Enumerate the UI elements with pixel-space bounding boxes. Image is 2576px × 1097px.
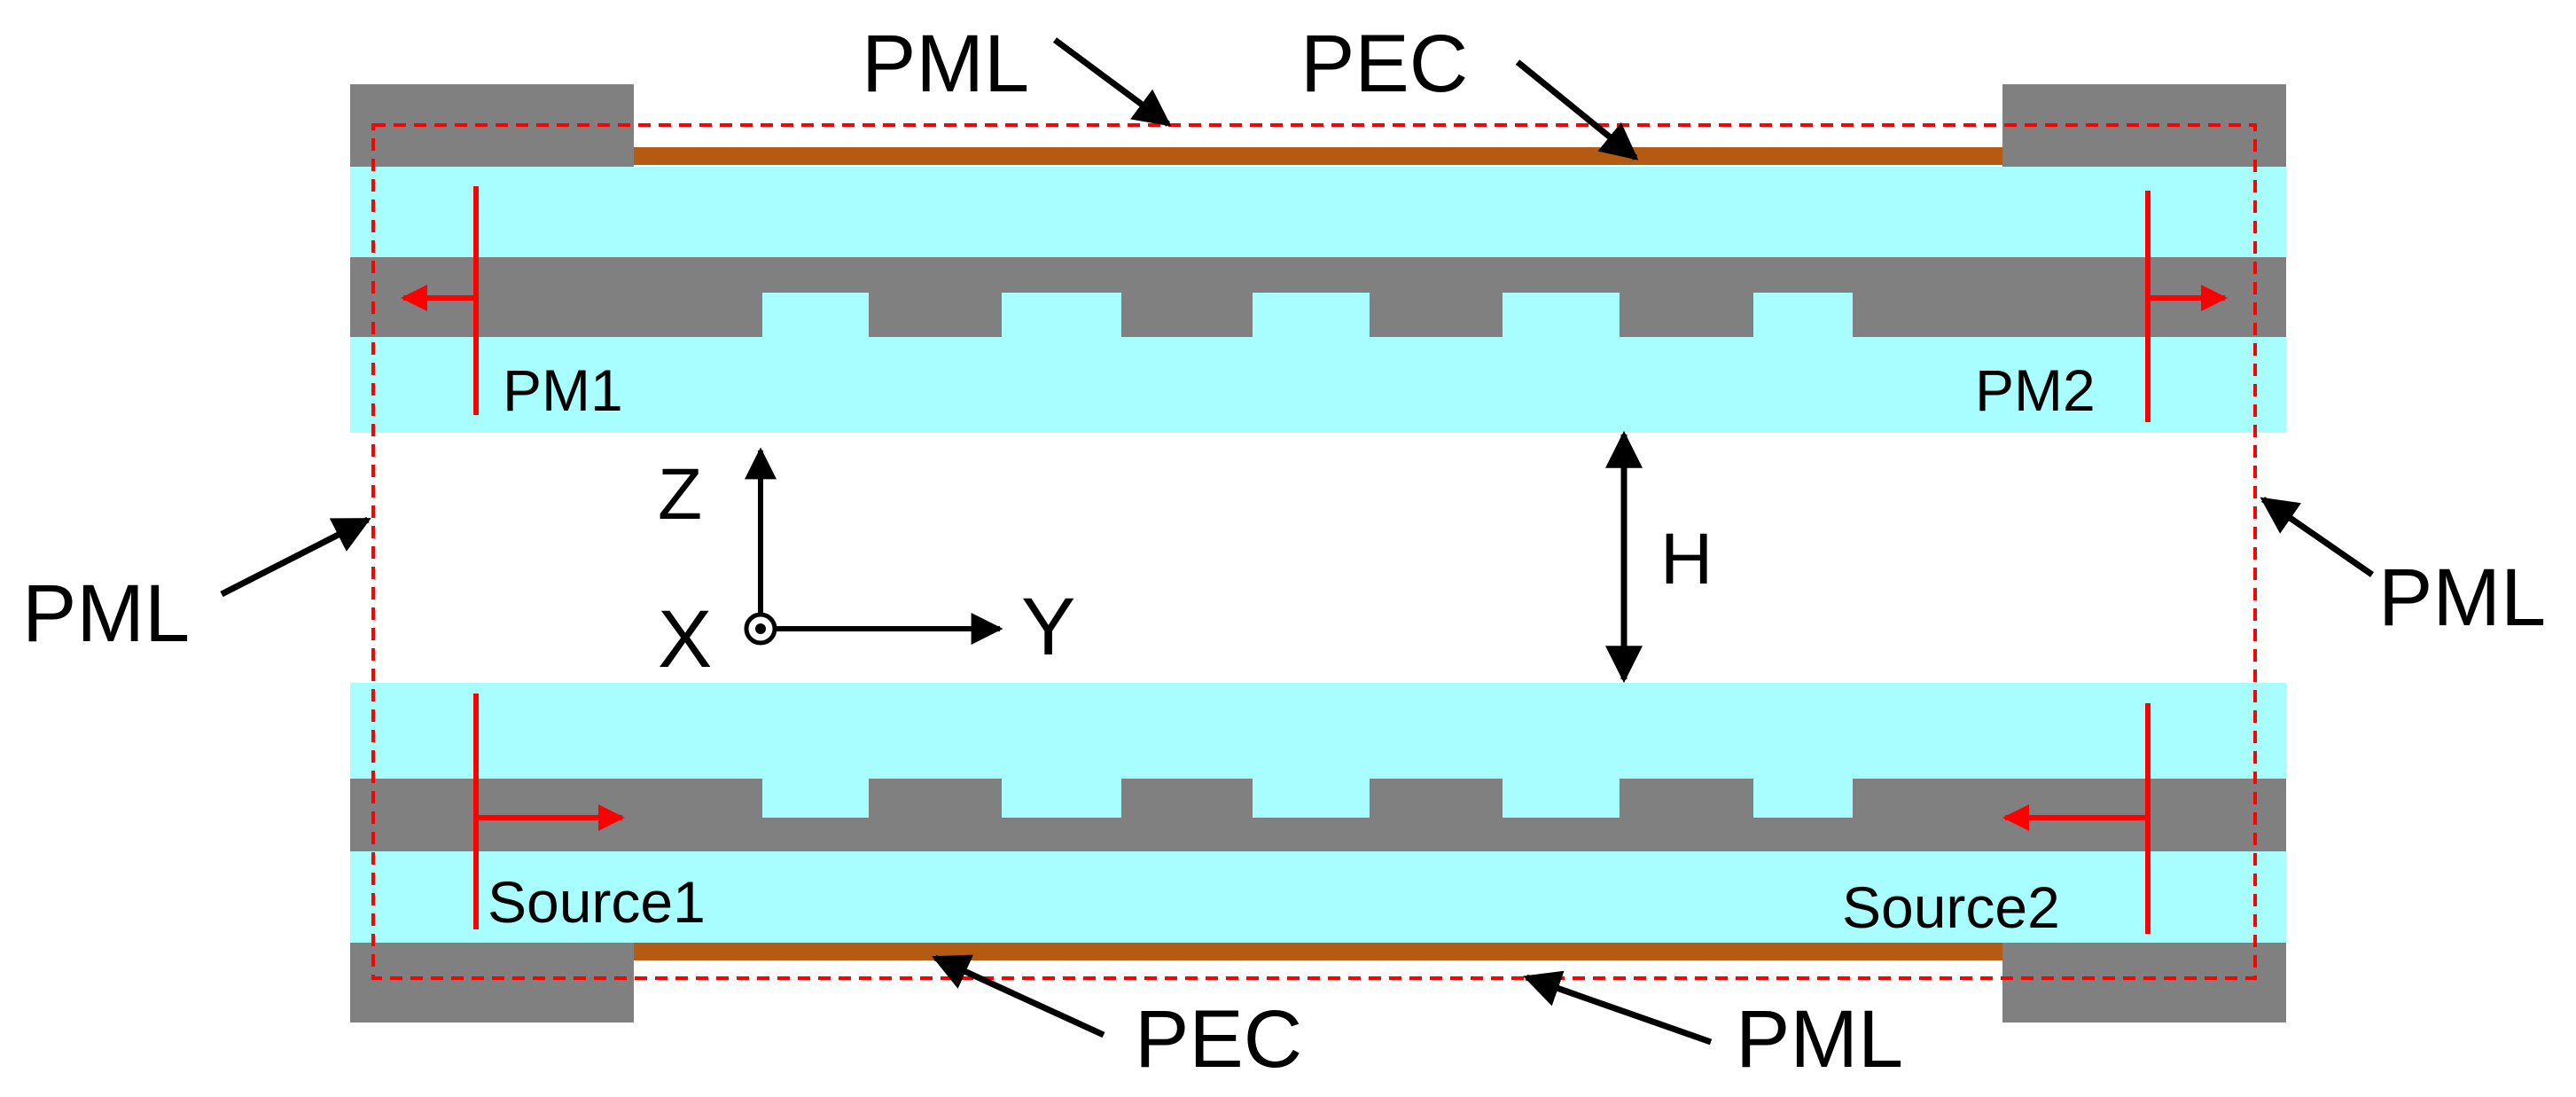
pointer-arrows	[220, 37, 2374, 1046]
bottom-dielectric-lower	[350, 851, 2286, 943]
y-axis-label: Y	[1021, 582, 1075, 672]
coordinate-axes	[744, 447, 1003, 646]
pml-left-label: PML	[22, 568, 190, 659]
top-left-metal-block	[350, 84, 634, 167]
source2-label: Source2	[1842, 874, 2060, 940]
top-grating-slot	[1253, 293, 1370, 338]
top-pec-strip	[634, 147, 2002, 165]
pml-top-label: PML	[862, 19, 1029, 109]
top-dielectric-lower	[350, 337, 2286, 433]
top-dielectric-upper	[350, 167, 2286, 257]
gap-h-label: H	[1660, 519, 1713, 599]
pm1-label: PM1	[503, 357, 623, 423]
source1-label: Source1	[488, 869, 706, 935]
pml-bottom-pointer-arrow	[1523, 970, 1713, 1046]
pml-top-pointer-arrow	[1052, 37, 1172, 127]
bottom-grating-slot	[1753, 778, 1853, 818]
pml-bottom-label: PML	[1736, 994, 1903, 1085]
pml-right-pointer-arrow	[2260, 497, 2374, 577]
bottom-grating-slot	[1253, 778, 1370, 818]
bottom-waveguide	[350, 683, 2286, 1023]
x-axis-label: X	[658, 594, 712, 685]
x-axis-out-of-page-dot	[755, 623, 766, 634]
pm2-label: PM2	[1975, 357, 2096, 423]
pec-bottom-pointer-arrow	[932, 954, 1105, 1038]
top-grating-slot	[1753, 293, 1853, 338]
top-waveguide	[350, 84, 2286, 433]
top-grating-slot	[762, 293, 869, 338]
top-grating-slot	[1503, 293, 1620, 338]
bottom-dielectric-upper	[350, 683, 2286, 779]
z-axis-label: Z	[658, 454, 702, 535]
bottom-grating-slot	[1002, 778, 1121, 818]
pml-right-label: PML	[2378, 552, 2546, 643]
bottom-right-metal-block	[2002, 943, 2286, 1023]
pml-left-pointer-arrow	[220, 516, 371, 598]
pec-bottom-label: PEC	[1135, 994, 1302, 1085]
top-grating-slot	[1002, 293, 1121, 338]
pml-boundary-box	[371, 123, 2257, 980]
labels: PML PEC PML PML PEC PML PM1 PM2 Source1 …	[22, 19, 2546, 1085]
bottom-grating-slot	[1503, 778, 1620, 818]
pec-top-pointer-arrow	[1515, 59, 1639, 161]
bottom-grating-slot	[762, 778, 869, 818]
port-markers	[401, 186, 2228, 934]
bottom-pec-strip	[634, 943, 2002, 960]
bottom-left-metal-block	[350, 943, 634, 1023]
pec-top-label: PEC	[1300, 19, 1468, 109]
